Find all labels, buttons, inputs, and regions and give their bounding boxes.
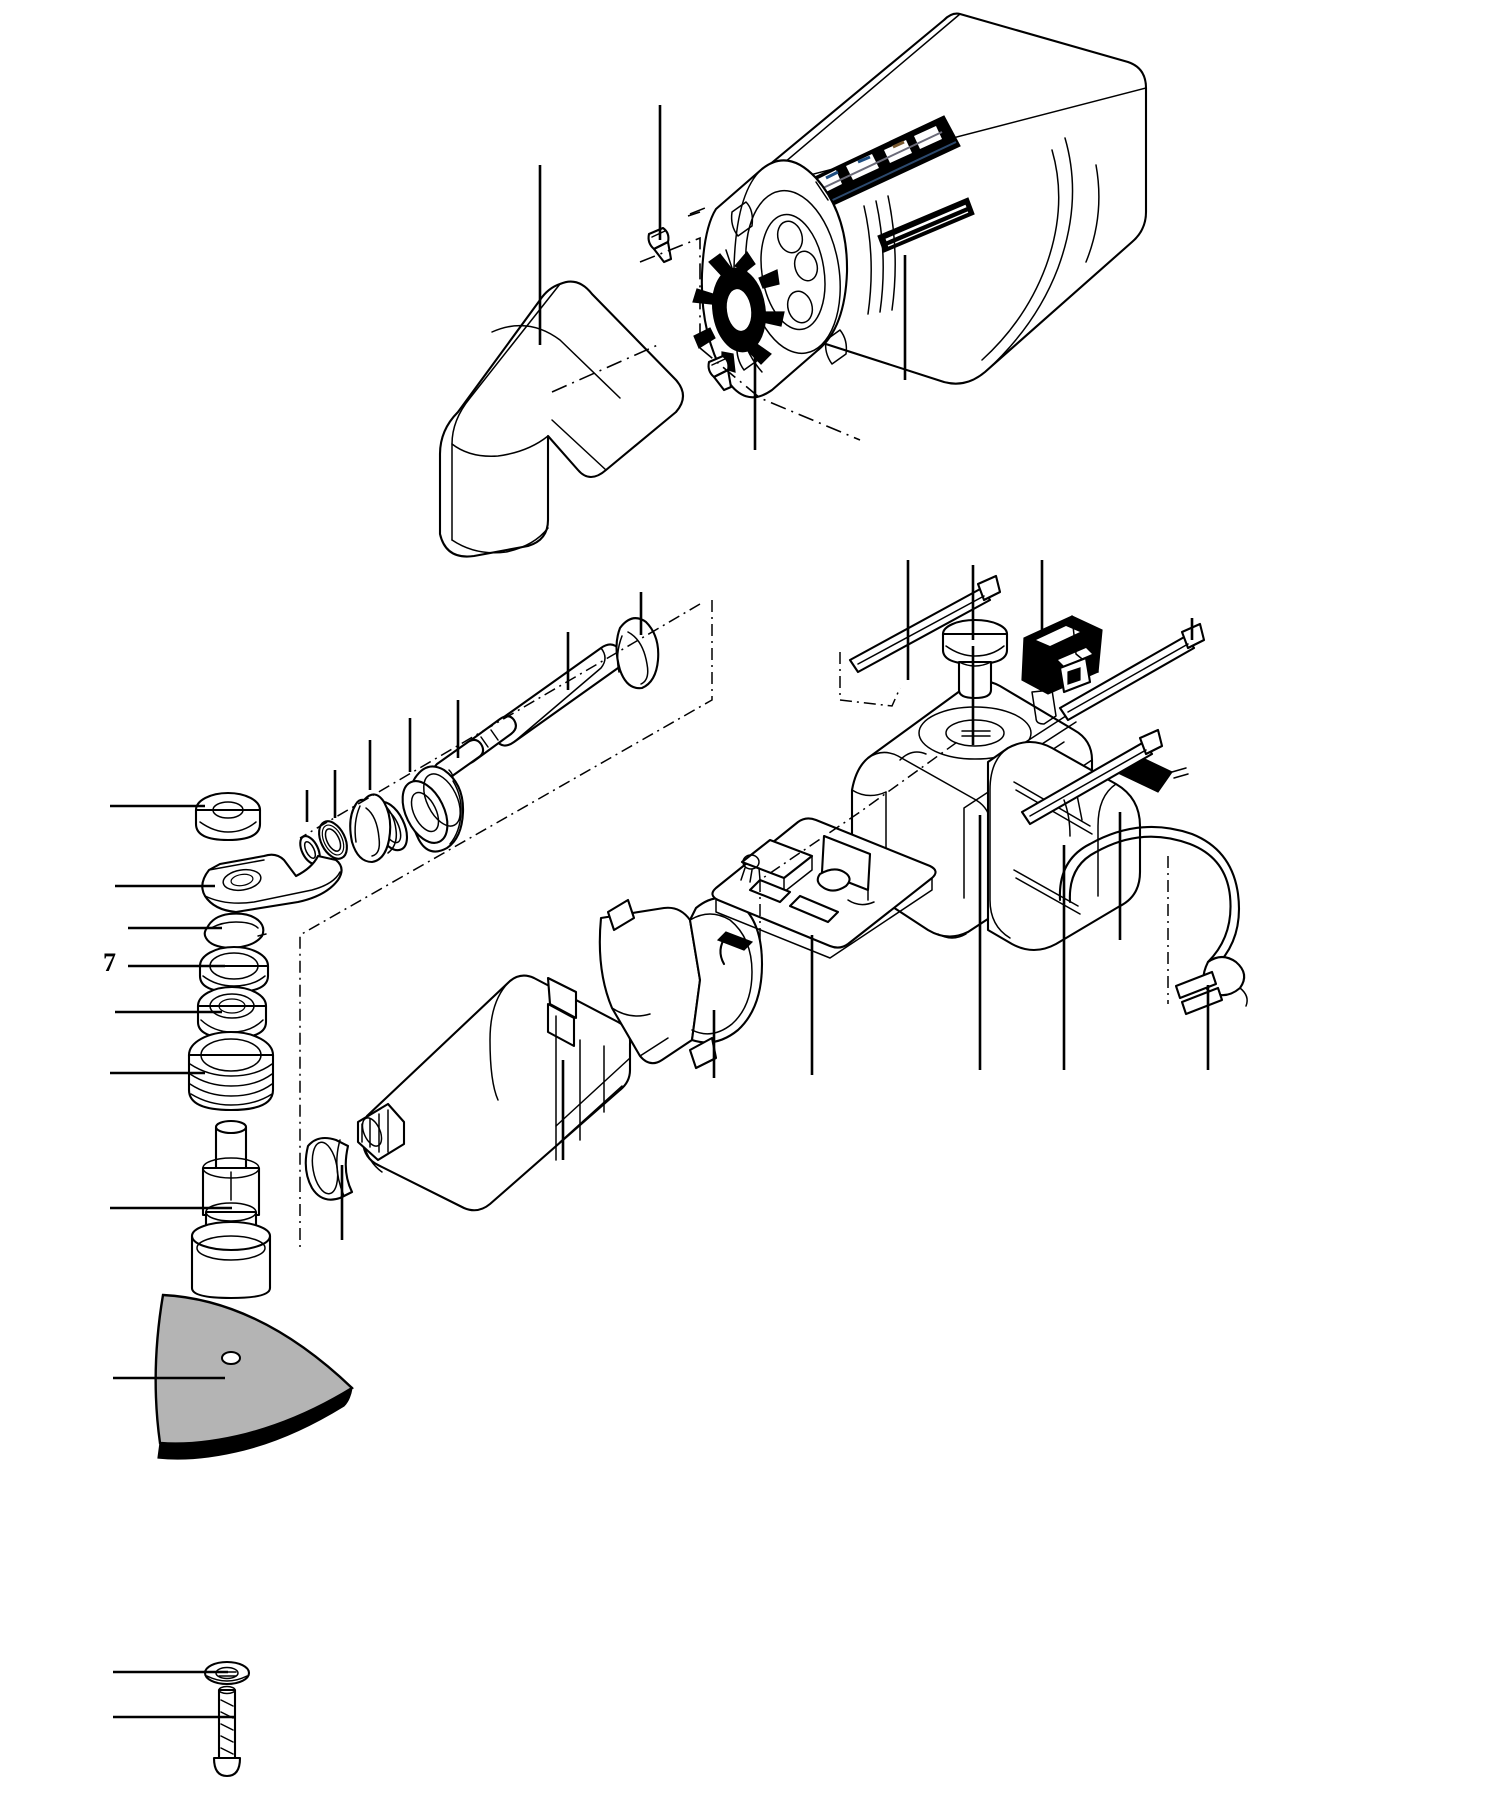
leader-lines-top	[538, 105, 907, 450]
speed-control-knob	[941, 618, 1009, 700]
triangular-sanding-pad	[154, 1293, 354, 1460]
oscillating-head-column	[154, 791, 354, 1778]
threaded-collar	[187, 1030, 275, 1112]
pinion-cap	[304, 1136, 354, 1201]
leader-lines-spindle	[305, 592, 643, 822]
housing-screw-lower	[707, 354, 733, 392]
leader-lines-right	[810, 560, 1210, 1075]
leader-lines-motor	[340, 1010, 716, 1240]
dc-motor	[356, 974, 632, 1212]
carbon-brush-terminal	[1063, 799, 1071, 837]
power-cord-with-plug	[1058, 825, 1248, 1016]
leader-lines-left	[110, 804, 235, 1719]
bearing-ring	[198, 945, 270, 994]
seal-ring	[196, 985, 268, 1040]
snap-ring	[203, 912, 267, 950]
retaining-ring-large	[349, 793, 392, 864]
output-spindle	[190, 1119, 272, 1300]
long-assembly-screw-a	[848, 574, 1002, 674]
spindle-bearing-stack	[299, 600, 713, 1180]
handle-housing-assembly	[711, 574, 1248, 1016]
housing-vent-slots	[863, 195, 896, 315]
oscillating-yoke-fork	[201, 853, 343, 914]
flat-washer	[318, 820, 348, 860]
top-bushing	[194, 791, 262, 842]
cooling-fan	[692, 251, 785, 373]
pad-mounting-screw	[212, 1685, 242, 1778]
motor-pinion-gear	[356, 1102, 406, 1162]
motor-and-bracket	[299, 896, 764, 1250]
callout-number-7: 7	[103, 948, 116, 977]
motor-mount-bracket	[598, 896, 764, 1070]
gear-head-cover	[438, 280, 685, 558]
long-assembly-screw-c	[1020, 728, 1164, 826]
upper-housing-assembly	[438, 12, 1148, 558]
ball-bearing-set	[401, 765, 465, 853]
power-switch	[1021, 615, 1103, 695]
housing-screw-upper	[647, 226, 673, 264]
retaining-ring-shaft	[615, 617, 660, 690]
